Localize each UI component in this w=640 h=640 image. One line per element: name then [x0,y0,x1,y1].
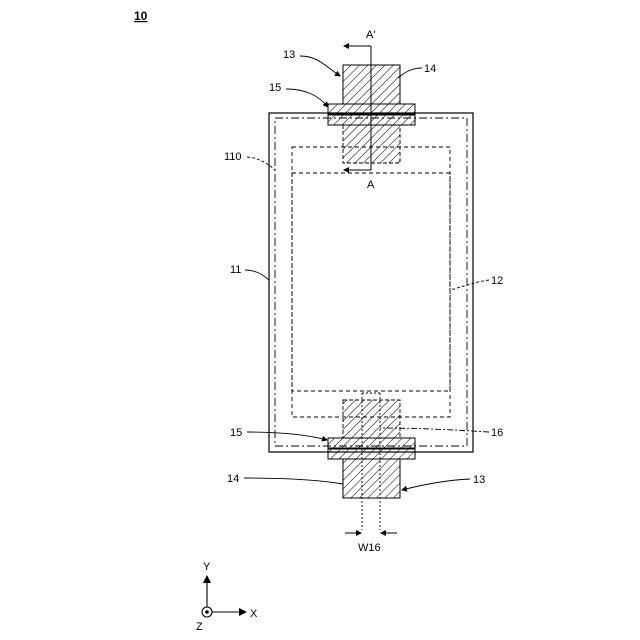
leader-15-top [286,89,328,107]
leader-14-bottom [244,478,343,484]
bottom-terminal-hidden [343,400,400,438]
leader-15-bottom [247,432,327,440]
leader-14-top [398,68,422,78]
section-label-top: A′ [366,29,375,41]
bottom-seal-lower [328,449,415,459]
ref-16: 16 [491,427,503,439]
bottom-seal-upper [328,438,415,448]
bottom-terminal [343,459,400,498]
ref-15-bottom: 15 [230,427,242,439]
coordinate-axes-icon [202,576,246,617]
axis-z-label: Z [196,621,203,633]
electrode-region-inner [292,173,450,391]
figure-number: 10 [134,9,148,23]
leader-110 [247,157,275,170]
section-label-bottom: A [367,179,375,191]
ref-15-top: 15 [269,82,281,94]
ref-12: 12 [491,275,503,287]
ref-14-bottom: 14 [227,473,239,485]
leader-13-top [300,56,340,76]
leader-12 [450,280,489,290]
leader-13-bottom [402,479,470,490]
ref-11: 11 [230,264,241,276]
ref-110: 110 [224,151,242,163]
axis-y-label: Y [203,561,211,573]
ref-13-bottom: 13 [473,474,485,486]
axis-x-label: X [250,608,258,620]
dimension-w16: W16 [358,542,381,554]
ref-13-top: 13 [283,49,295,61]
ref-14-top: 14 [424,63,436,75]
leader-11 [245,270,269,280]
